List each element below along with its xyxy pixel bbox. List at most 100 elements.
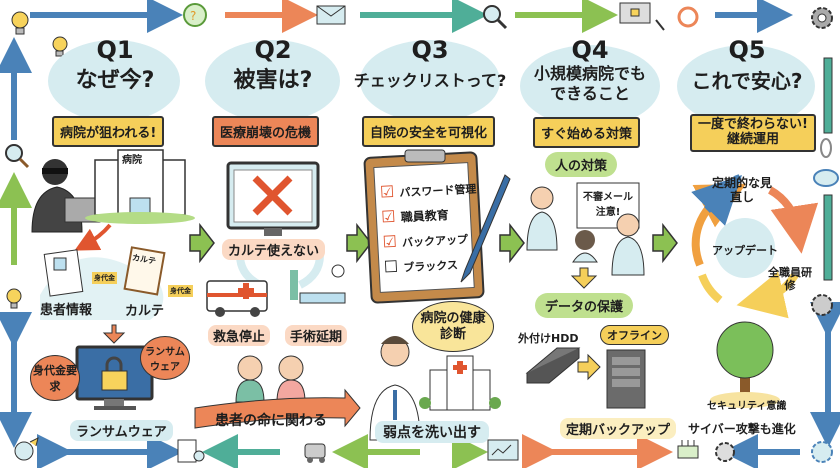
link-icon: [820, 138, 832, 158]
q4-number: Q4: [571, 36, 609, 64]
q3-number: Q3: [411, 36, 449, 64]
security-awareness-label: セキュリティ意識: [707, 401, 787, 412]
nurses-training: [526, 182, 645, 276]
svg-text:?: ?: [190, 9, 196, 23]
people-measures-label: 人の対策: [545, 152, 618, 177]
update-label: アップデート: [712, 244, 778, 257]
suspicious-mail-poster: 不審メール注意!: [583, 192, 633, 218]
gear-icon: [715, 442, 735, 462]
offline-badge: オフライン: [600, 325, 669, 345]
surgery-delay-label: 手術延期: [285, 325, 348, 346]
q4-title-line1: 小規模病院でも: [533, 64, 646, 83]
refresh-icon: ?: [183, 3, 207, 27]
flow-arrows: [189, 222, 678, 264]
q2-title: 被害は?: [233, 68, 313, 93]
truck-icon: [304, 443, 326, 463]
lightbulb-icon: [52, 36, 68, 57]
broken-monitor: [226, 161, 320, 236]
regular-backup-label: 定期バックアップ: [560, 418, 677, 439]
chart-clipboard-icon: [123, 246, 166, 296]
update-cycle: [691, 174, 819, 319]
q3-title: チェックリストって?: [353, 71, 507, 90]
ransomware-bubble: ランサムウェア: [140, 336, 190, 380]
gear-icon: [811, 441, 833, 463]
router-icon: [677, 440, 699, 459]
q1-banner: 病院が狙われる!: [52, 116, 165, 147]
lightbulb-icon: [11, 11, 29, 35]
checklist: ☑ パスワード管理 ☑ 職員教育 ☑ バックアップ ☐ ブラックス: [379, 178, 481, 283]
down-arrow: [102, 324, 126, 344]
ransomware-label: ランサムウェア: [70, 420, 173, 441]
q5-title: これで安心?: [691, 69, 803, 93]
hospital-sign: 病院: [122, 155, 142, 166]
computer-lock-icon: [619, 2, 665, 31]
envelope-icon: [316, 5, 346, 25]
q5-bubble: [677, 45, 815, 127]
external-hdd-label: 外付けHDD: [518, 332, 579, 345]
attacks-evolve-label: サイバー攻撃も進化: [688, 422, 796, 436]
worried-patients: [235, 355, 306, 403]
life-threat-label: 患者の命に関わる: [215, 413, 327, 429]
staff-training-label: 全職員研修: [768, 266, 812, 293]
q2-number: Q2: [254, 36, 292, 64]
cloud-icon: [813, 169, 839, 187]
checklist-item-label: パスワード管理: [399, 182, 477, 200]
pen-icon: [460, 174, 511, 283]
chart-label: カルテ: [125, 304, 165, 319]
right-arrow: [577, 353, 601, 381]
q4-bubble: [520, 45, 660, 127]
regular-review-label: 定期的な見直し: [712, 176, 773, 204]
gear-icon: [811, 294, 833, 316]
magnifier-icon: [483, 5, 508, 30]
q1-number: Q1: [96, 36, 134, 64]
checklist-item: ☐ ブラックス: [383, 252, 481, 282]
q3-banner: 自院の安全を可視化: [362, 116, 496, 147]
emergency-stop-label: 救急停止: [208, 325, 271, 346]
find-weakness-label: 弱点を洗い出す: [375, 421, 489, 443]
down-arrow: [570, 267, 598, 289]
ambulance-icon: [206, 280, 268, 317]
hospital-building: [85, 149, 195, 224]
ransom-tag-2: 身代金: [168, 285, 193, 297]
health-check-bubble: 病院の健康診断: [412, 301, 494, 353]
q5-banner-line2: 継続運用: [726, 131, 779, 147]
surgery-icon: [290, 264, 346, 304]
life-threat-arrow: [194, 388, 361, 429]
q1-title: なぜ今?: [75, 68, 155, 93]
hacker-icon: [14, 437, 39, 461]
q5-number: Q5: [728, 36, 766, 64]
hospital-building-small: [419, 355, 501, 411]
ransom-tag-1: 身代金: [92, 272, 117, 284]
checklist-item-label: 職員教育: [400, 208, 450, 225]
checked-box-icon: ☑: [379, 181, 395, 202]
red-arrow: [74, 223, 112, 251]
q1-bubble: [48, 40, 180, 122]
q4-title-line2: できること: [550, 84, 630, 103]
network-icon: [487, 439, 519, 461]
tree-icon: [710, 321, 780, 408]
checklist-item-label: バックアップ: [401, 233, 469, 250]
chart-unavailable-label: カルテ使えない: [222, 239, 326, 260]
q2-bubble: [205, 40, 340, 122]
patient-info-label: 患者情報: [40, 303, 93, 318]
q2-banner: 医療崩壊の危機: [212, 116, 320, 147]
q4-banner: すぐ始める対策: [533, 117, 641, 148]
refresh-icon: [677, 6, 699, 28]
document-search-icon: [177, 439, 205, 463]
q5-banner: 一度で終わらない! 継続運用: [690, 114, 816, 152]
magnifier-icon: [5, 144, 30, 169]
lightbulb-icon: [6, 288, 22, 309]
frame-arrows-sides: [0, 37, 840, 448]
gear-icon: [811, 7, 833, 29]
checklist-clipboard: [363, 149, 485, 304]
checked-box-icon: ☑: [382, 231, 398, 252]
external-hdd-icon: [525, 347, 581, 384]
empty-box-icon: ☐: [383, 256, 399, 277]
server-icon: [606, 349, 646, 409]
patient-record-icon: [43, 249, 84, 297]
q3-bubble: [360, 40, 500, 122]
data-protection-label: データの保護: [535, 293, 634, 318]
checked-box-icon: ☑: [380, 206, 397, 227]
q5-banner-line1: 一度で終わらない!: [698, 117, 808, 132]
